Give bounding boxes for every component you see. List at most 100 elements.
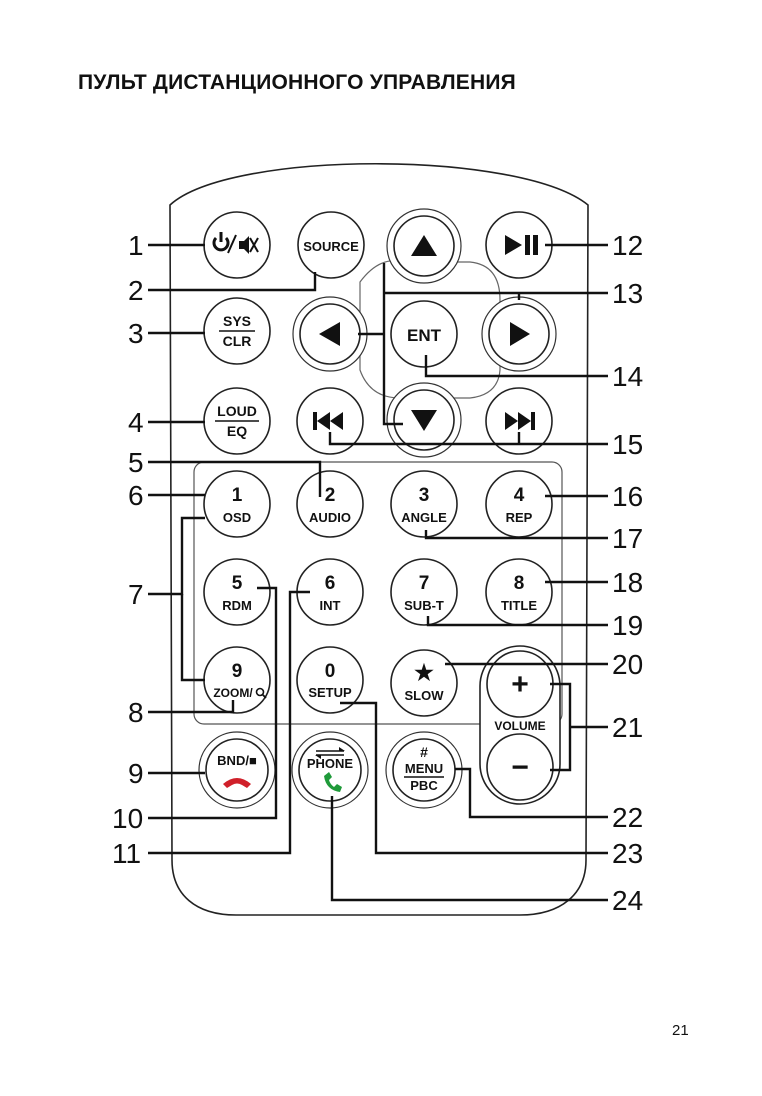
source-button[interactable]: SOURCE — [297, 211, 365, 279]
callout-13: 13 — [612, 278, 643, 309]
callout-21: 21 — [612, 712, 643, 743]
key-7-label: SUB-T — [404, 598, 444, 613]
skip-next-icon — [505, 412, 535, 430]
bnd-label: BND/■ — [217, 753, 257, 768]
volume-down-button[interactable]: − — [486, 733, 554, 801]
callout-9: 9 — [128, 758, 144, 789]
key-4-number: 4 — [514, 485, 525, 506]
callout-17: 17 — [612, 523, 643, 554]
key-6-button[interactable]: 6 INT — [296, 558, 364, 626]
minus-icon: − — [511, 751, 529, 784]
leader-lines — [148, 243, 608, 902]
key-4-label: REP — [506, 510, 533, 525]
down-button[interactable] — [386, 382, 462, 458]
prev-button[interactable] — [296, 387, 364, 455]
key-8-button[interactable]: 8 TITLE — [485, 558, 553, 626]
key-6-number: 6 — [325, 573, 336, 594]
page-number: 21 — [672, 1022, 689, 1039]
bnd-button[interactable]: BND/■ — [198, 731, 276, 809]
callout-4: 4 — [128, 407, 144, 438]
power-mute-button[interactable] — [203, 211, 271, 279]
callout-19: 19 — [612, 610, 643, 641]
star-icon: ★ — [414, 660, 434, 685]
key-6-label: INT — [320, 598, 341, 613]
key-7-number: 7 — [419, 573, 430, 594]
loud-label: LOUD — [217, 403, 257, 419]
volume-up-button[interactable]: + — [486, 650, 554, 718]
key-8-label: TITLE — [501, 598, 537, 613]
slow-button[interactable]: ★ SLOW — [390, 649, 458, 717]
callout-1: 1 — [128, 230, 144, 261]
right-button[interactable] — [481, 296, 557, 372]
callout-6: 6 — [128, 480, 144, 511]
key-5-label: RDM — [222, 598, 252, 613]
source-label: SOURCE — [303, 239, 359, 254]
callout-3: 3 — [128, 318, 144, 349]
triangle-right-icon — [510, 322, 530, 346]
triangle-up-icon — [411, 235, 437, 256]
key-5-button[interactable]: 5 RDM — [203, 558, 271, 626]
clr-label: CLR — [223, 333, 252, 349]
key-0-label: SETUP — [308, 685, 352, 700]
page-title: ПУЛЬТ ДИСТАНЦИОННОГО УПРАВЛЕНИЯ — [78, 71, 516, 94]
key-4-button[interactable]: 4 REP — [485, 470, 553, 538]
key-8-number: 8 — [514, 573, 525, 594]
key-3-button[interactable]: 3 ANGLE — [390, 470, 458, 538]
key-1-button[interactable]: 1 OSD — [203, 470, 271, 538]
callout-22: 22 — [612, 802, 643, 833]
key-9-label: ZOOM/ — [213, 686, 253, 700]
key-9-number: 9 — [232, 661, 243, 682]
callout-10: 10 — [112, 803, 143, 834]
triangle-down-icon — [411, 410, 437, 431]
next-button[interactable] — [485, 387, 553, 455]
magnifier-icon — [255, 687, 267, 699]
key-0-number: 0 — [325, 661, 336, 682]
key-9-button[interactable]: 9 ZOOM/ — [203, 646, 271, 714]
callout-14: 14 — [612, 361, 643, 392]
phone-hangup-icon — [223, 778, 251, 788]
left-button[interactable] — [292, 296, 368, 372]
loud-eq-button[interactable]: LOUD EQ — [203, 387, 271, 455]
key-1-label: OSD — [223, 510, 251, 525]
key-2-number: 2 — [325, 485, 336, 506]
up-button[interactable] — [386, 208, 462, 284]
key-2-button[interactable]: 2 AUDIO — [296, 470, 364, 538]
callout-18: 18 — [612, 567, 643, 598]
callout-numbers: 1 2 3 4 5 6 7 8 9 10 11 12 13 14 15 16 1… — [112, 230, 643, 916]
plus-icon: + — [511, 668, 529, 701]
callout-24: 24 — [612, 885, 643, 916]
phone-answer-icon — [324, 772, 342, 792]
sys-label: SYS — [223, 313, 251, 329]
triangle-left-icon — [319, 322, 340, 346]
ent-label: ENT — [407, 326, 442, 345]
key-3-number: 3 — [419, 485, 430, 506]
callout-2: 2 — [128, 275, 144, 306]
callout-16: 16 — [612, 481, 643, 512]
swap-arrows-icon — [315, 747, 345, 759]
skip-previous-icon — [313, 412, 343, 430]
callout-23: 23 — [612, 838, 643, 869]
play-pause-icon — [505, 235, 538, 255]
numpad-outline — [193, 461, 563, 725]
key-2-label: AUDIO — [309, 510, 351, 525]
hash-icon: # — [420, 744, 428, 760]
eq-label: EQ — [227, 423, 247, 439]
callout-5: 5 — [128, 447, 144, 478]
pbc-label: PBC — [410, 778, 438, 793]
phone-button[interactable]: PHONE — [291, 731, 369, 809]
callout-20: 20 — [612, 649, 643, 680]
ent-button[interactable]: ENT — [390, 300, 458, 368]
callout-11: 11 — [112, 838, 141, 869]
menu-label: MENU — [405, 761, 443, 776]
power-mute-icon — [212, 232, 259, 254]
key-7-button[interactable]: 7 SUB-T — [390, 558, 458, 626]
callout-12: 12 — [612, 230, 643, 261]
menu-pbc-button[interactable]: # MENU PBC — [385, 731, 463, 809]
sys-clr-button[interactable]: SYS CLR — [203, 297, 271, 365]
play-pause-button[interactable] — [485, 211, 553, 279]
key-3-label: ANGLE — [401, 510, 447, 525]
callout-7: 7 — [128, 579, 144, 610]
key-0-button[interactable]: 0 SETUP — [296, 646, 364, 714]
key-5-number: 5 — [232, 573, 243, 594]
